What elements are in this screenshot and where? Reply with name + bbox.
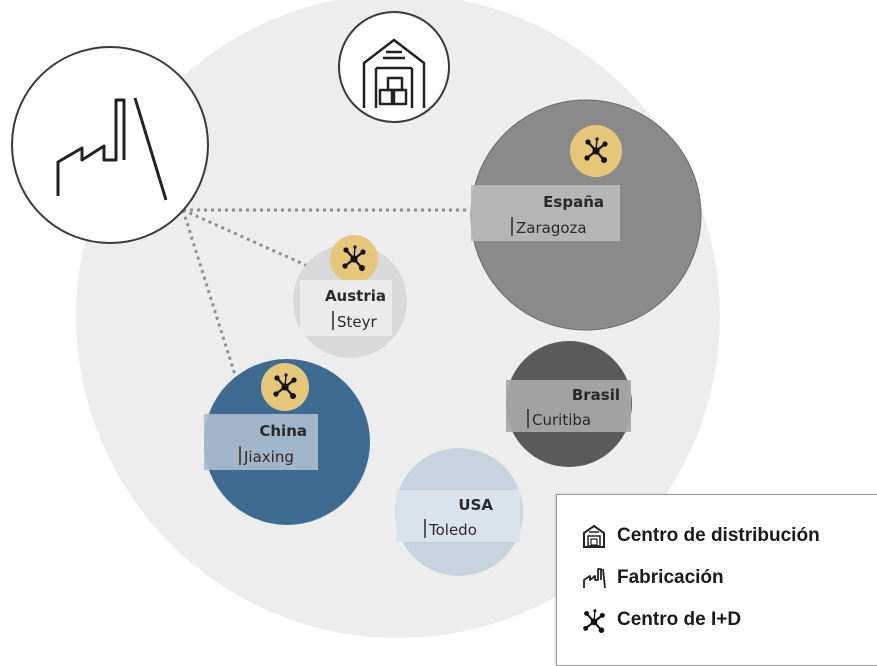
warehouse-icon: [583, 524, 605, 548]
location-espana: España Zaragoza: [470, 99, 702, 331]
connector-austria: [182, 208, 313, 270]
location-brasil: Brasil Curitiba: [506, 341, 632, 467]
legend-label-distribution: Centro de distribución: [617, 525, 820, 546]
locations-diagram: España Zaragoza Austria Steyr China Jiax…: [11, 0, 720, 638]
location-usa: USA Toledo: [395, 448, 523, 576]
country-label: China: [259, 422, 307, 440]
legend: Centro de distribución Fabricación Centr…: [556, 494, 877, 666]
city-label: Jiaxing: [243, 448, 294, 466]
legend-label-manufacturing: Fabricación: [617, 567, 724, 588]
location-china: China Jiaxing: [204, 359, 370, 525]
country-label: USA: [458, 496, 493, 514]
country-label: Austria: [325, 287, 386, 305]
warehouse-node: [338, 11, 450, 123]
molecule-icon: [582, 608, 606, 633]
factory-node: [11, 46, 209, 244]
legend-item-manufacturing: Fabricación: [581, 565, 724, 591]
country-label: España: [543, 193, 604, 211]
legend-item-rnd: Centro de I+D: [581, 607, 741, 633]
legend-label-rnd: Centro de I+D: [617, 609, 742, 630]
country-label: Brasil: [572, 386, 620, 404]
legend-item-distribution: Centro de distribución: [581, 523, 820, 549]
city-label: Curitiba: [532, 411, 591, 429]
city-label: Zaragoza: [516, 219, 587, 237]
connector-china: [181, 209, 238, 379]
connector-lines: [181, 208, 468, 379]
location-austria: Austria Steyr: [293, 235, 407, 358]
city-label: Toledo: [428, 521, 477, 539]
city-label: Steyr: [337, 313, 378, 331]
factory-icon: [583, 568, 606, 589]
warehouse-icon: [362, 38, 426, 108]
factory-icon: [56, 98, 126, 196]
